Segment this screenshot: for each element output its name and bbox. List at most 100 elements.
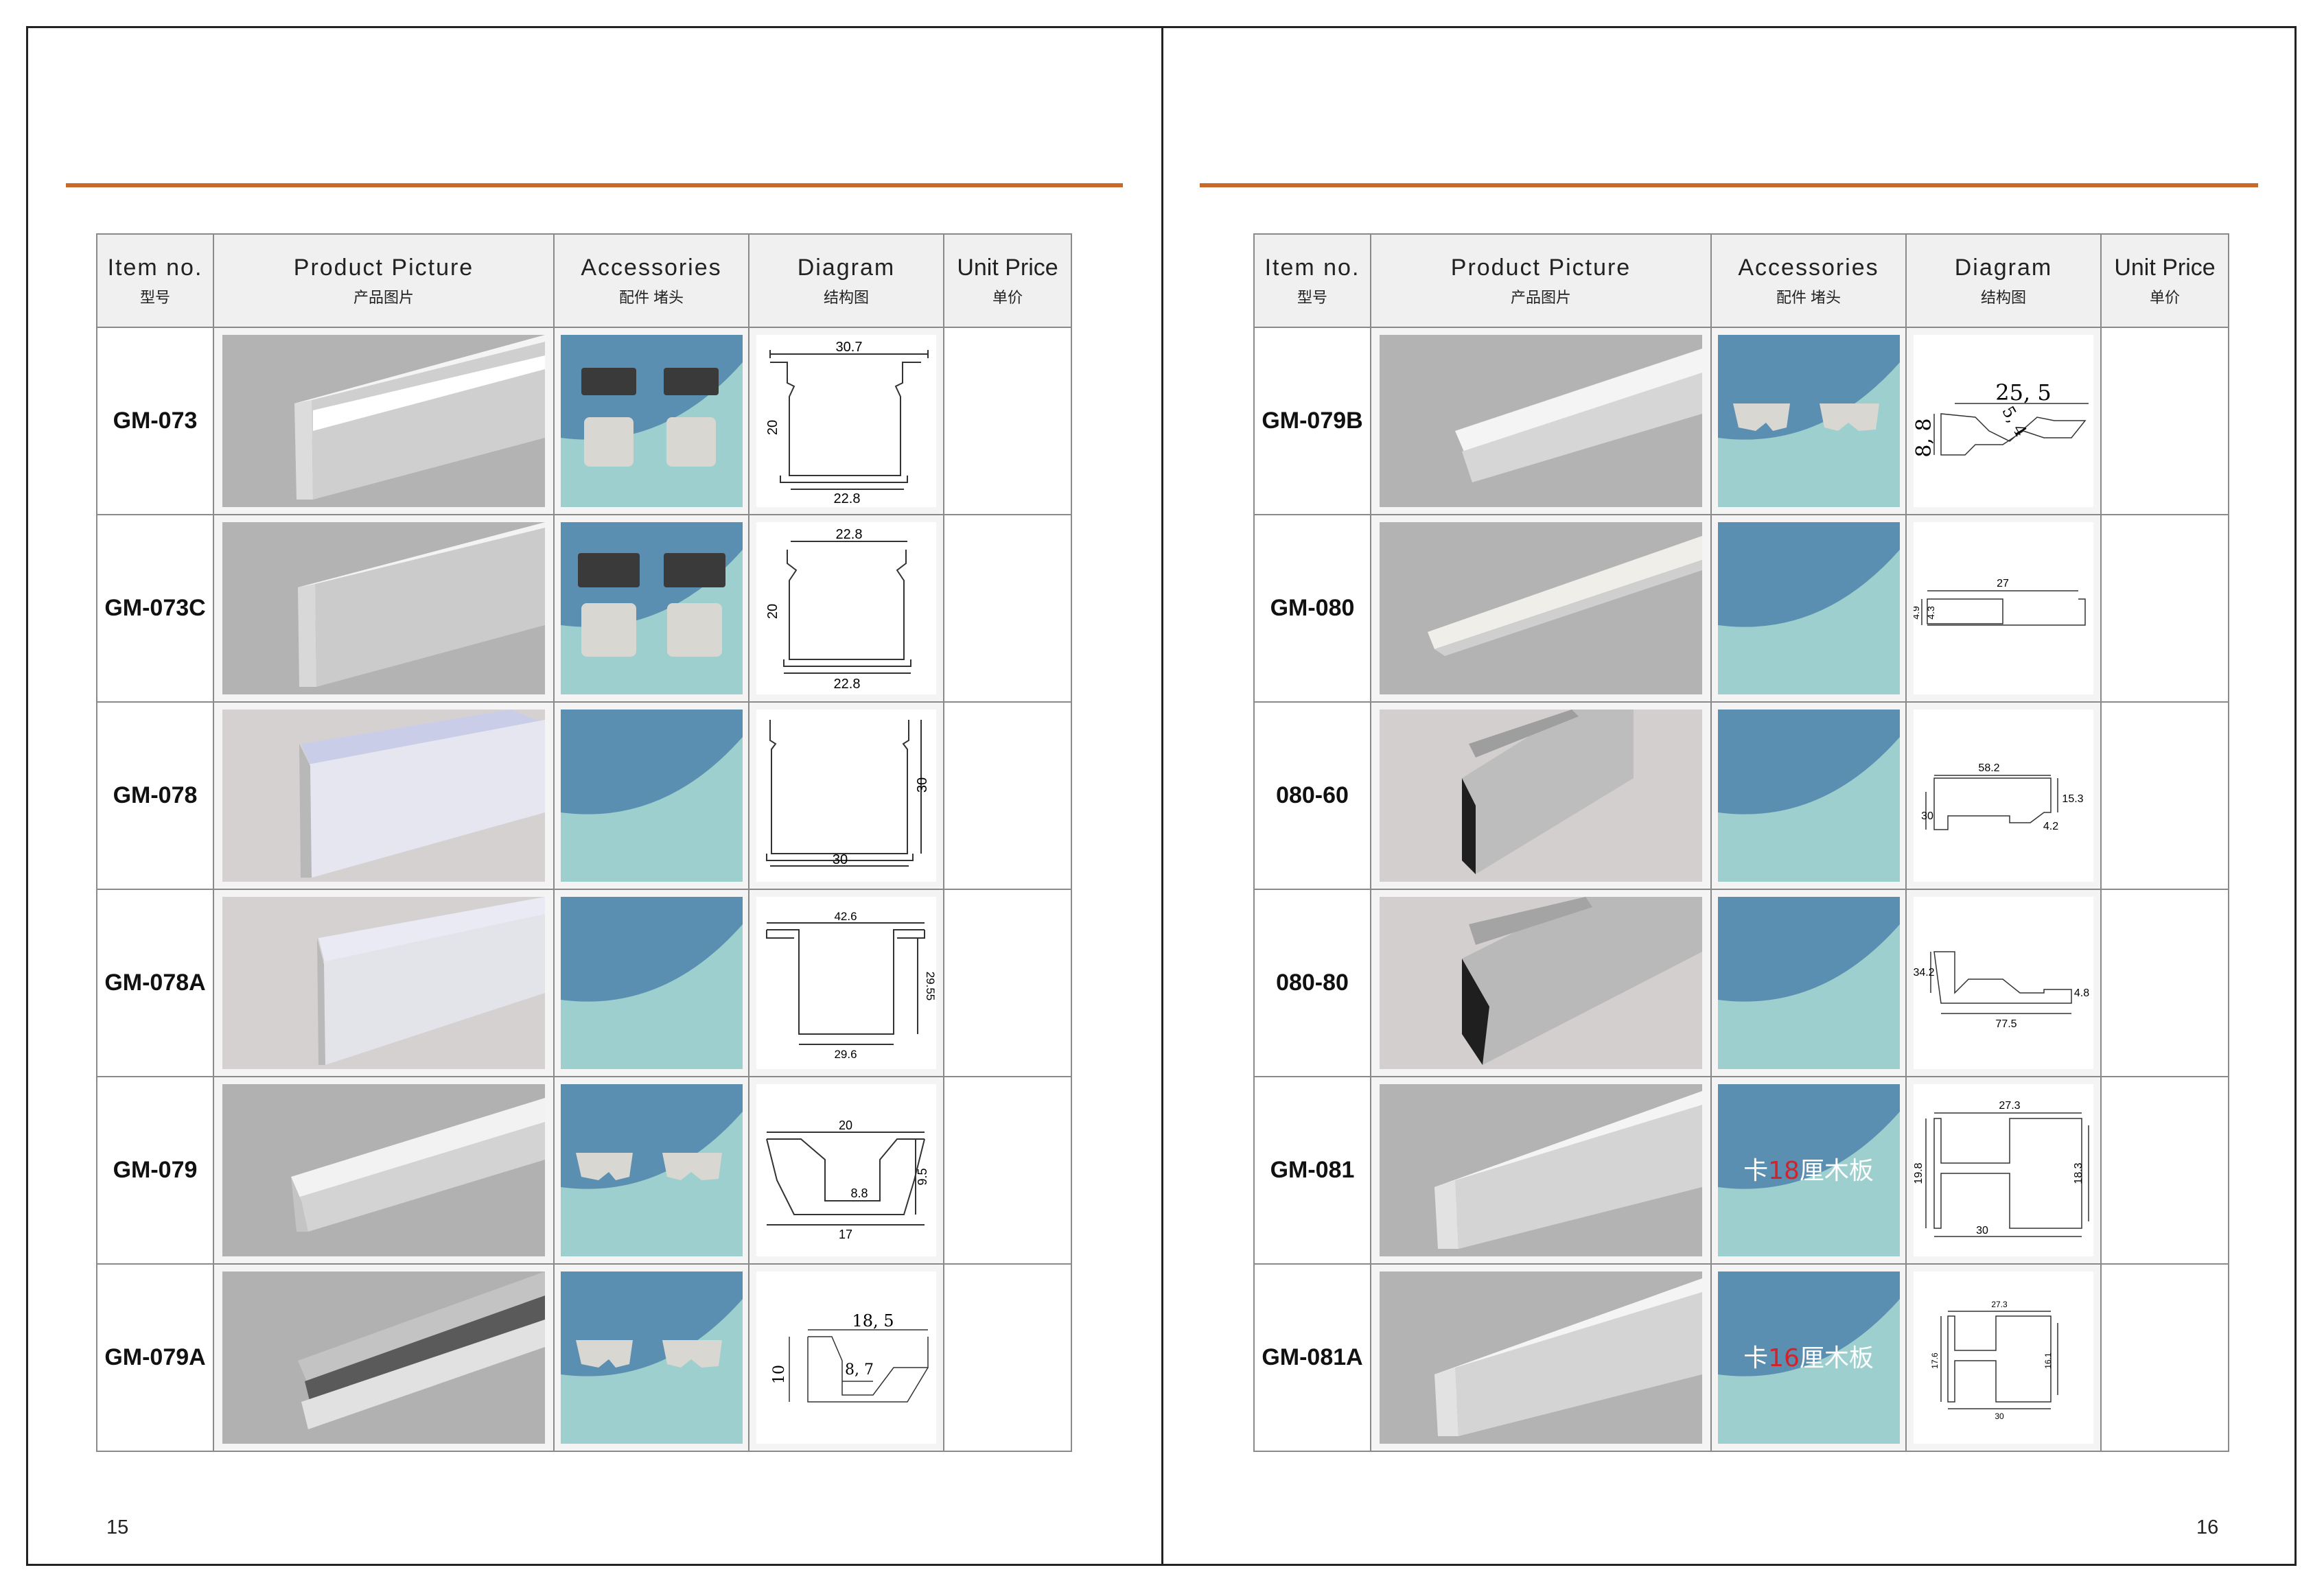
accessory-endcaps (560, 522, 743, 694)
accessory-endcaps (560, 1271, 743, 1444)
dimension-label: 15.3 (2062, 793, 2083, 805)
accessory-endcaps (1717, 335, 1900, 507)
unit-price (2100, 701, 2229, 890)
dimension-label: 42.6 (834, 910, 857, 923)
dimension-label: 77.5 (1995, 1018, 2017, 1030)
dimension-label: 17.6 (1930, 1352, 1940, 1369)
dimension-label: 18, 5 (852, 1311, 894, 1331)
table-row: GM-079A 18, 5 10 8, 7 (96, 1263, 1072, 1452)
dimension-label: 18.3 (2073, 1162, 2084, 1184)
col-item-header: Item no.型号 (96, 233, 214, 328)
header-rule-right (1200, 183, 2258, 187)
wood-board-note: 卡18厘木板 (1743, 1157, 1874, 1185)
accessory-endcaps (560, 335, 743, 507)
unit-price (943, 889, 1072, 1077)
profile-diagram: 25, 5 8, 8 5, 4 (1914, 335, 2093, 507)
product-photo (1380, 1271, 1702, 1444)
item-number: GM-073C (96, 514, 214, 703)
dimension-label: 8.8 (850, 1186, 868, 1200)
dimension-label: 17 (839, 1228, 852, 1241)
accessory-endcaps: 卡16厘木板 (1717, 1271, 1900, 1444)
dimension-label: 20 (765, 420, 780, 435)
product-photo (1380, 897, 1702, 1069)
product-photo (1380, 710, 1702, 882)
unit-price (943, 327, 1072, 515)
profile-diagram: 34.2 4.8 77.5 (1914, 897, 2093, 1069)
table-row: GM-078 30 30 (96, 701, 1072, 890)
dimension-label: 25, 5 (1995, 379, 2051, 406)
accessory-endcaps: 卡18厘木板 (1717, 1084, 1900, 1256)
table-row: GM-080 27 4.9 4.3 (1253, 514, 2229, 703)
unit-price (943, 1076, 1072, 1265)
item-number: GM-078 (96, 701, 214, 890)
table-row: GM-081 卡18厘木板 27.3 19.8 18.3 30 (1253, 1076, 2229, 1265)
page-number-left: 15 (106, 1516, 129, 1538)
profile-diagram: 27 4.9 4.3 (1914, 522, 2093, 694)
dimension-label: 29.6 (834, 1048, 857, 1061)
dimension-label: 30 (1921, 810, 1933, 822)
dimension-label: 22.8 (834, 491, 861, 506)
unit-price (2100, 889, 2229, 1077)
accessory-endcaps (560, 1084, 743, 1256)
unit-price (943, 514, 1072, 703)
dimension-label: 4.2 (2043, 821, 2058, 832)
dimension-label: 8, 7 (845, 1361, 874, 1379)
item-number: GM-078A (96, 889, 214, 1077)
profile-diagram: 30 30 (756, 710, 936, 882)
unit-price (943, 1263, 1072, 1452)
table-row: GM-073 30.7 20 22.8 (96, 327, 1072, 515)
product-photo (222, 710, 545, 882)
dimension-label: 30 (1995, 1411, 2004, 1421)
dimension-label: 27.3 (1999, 1100, 2020, 1112)
table-row: GM-073C 22.8 20 22.8 (96, 514, 1072, 703)
accessory-endcaps (1717, 522, 1900, 694)
dimension-label: 58.2 (1978, 762, 1999, 774)
profile-diagram: 27.3 19.8 18.3 30 (1914, 1084, 2093, 1256)
dimension-label: 30.7 (836, 340, 863, 355)
dimension-label: 16.1 (2043, 1352, 2053, 1369)
unit-price (2100, 327, 2229, 515)
profile-diagram: 22.8 20 22.8 (756, 522, 936, 694)
item-number: 080-80 (1253, 889, 1371, 1077)
unit-price (2100, 514, 2229, 703)
product-photo (222, 522, 545, 694)
dimension-label: 4.8 (2074, 987, 2089, 999)
product-photo (1380, 1084, 1702, 1256)
table-row: 080-60 58.2 15.3 30 4.2 (1253, 701, 2229, 890)
accessory-endcaps (1717, 897, 1900, 1069)
product-photo (222, 897, 545, 1069)
dimension-label: 4.3 (1925, 606, 1936, 620)
item-number: GM-079A (96, 1263, 214, 1452)
dimension-label: 22.8 (834, 677, 861, 692)
product-photo (1380, 335, 1702, 507)
dimension-label: 27.3 (1991, 1300, 2008, 1309)
dimension-label: 9.5 (916, 1168, 929, 1185)
profile-diagram: 30.7 20 22.8 (756, 335, 936, 507)
dimension-label: 30 (1976, 1225, 1988, 1236)
dimension-label: 27 (1997, 578, 2009, 589)
table-row: GM-079 20 9.5 8.8 17 (96, 1076, 1072, 1265)
dimension-label: 30 (833, 852, 848, 867)
dimension-label: 4.9 (1914, 606, 1921, 620)
unit-price (2100, 1076, 2229, 1265)
profile-diagram: 42.6 29.55 29.6 (756, 897, 936, 1069)
accessory-endcaps (560, 897, 743, 1069)
table-row: GM-079B 25, 5 8, 8 5, 4 (1253, 327, 2229, 515)
table-row: GM-081A 卡16厘木板 27.3 17.6 16.1 30 (1253, 1263, 2229, 1452)
product-photo (222, 1271, 545, 1444)
accessory-endcaps (560, 710, 743, 882)
dimension-label: 22.8 (836, 527, 863, 542)
item-number: GM-080 (1253, 514, 1371, 703)
dimension-label: 5, 4 (1998, 403, 2030, 440)
dimension-label: 29.55 (924, 972, 936, 1001)
dimension-label: 34.2 (1914, 967, 1935, 978)
col-item-header: Item no.型号 (1253, 233, 1371, 328)
profile-diagram: 58.2 15.3 30 4.2 (1914, 710, 2093, 882)
